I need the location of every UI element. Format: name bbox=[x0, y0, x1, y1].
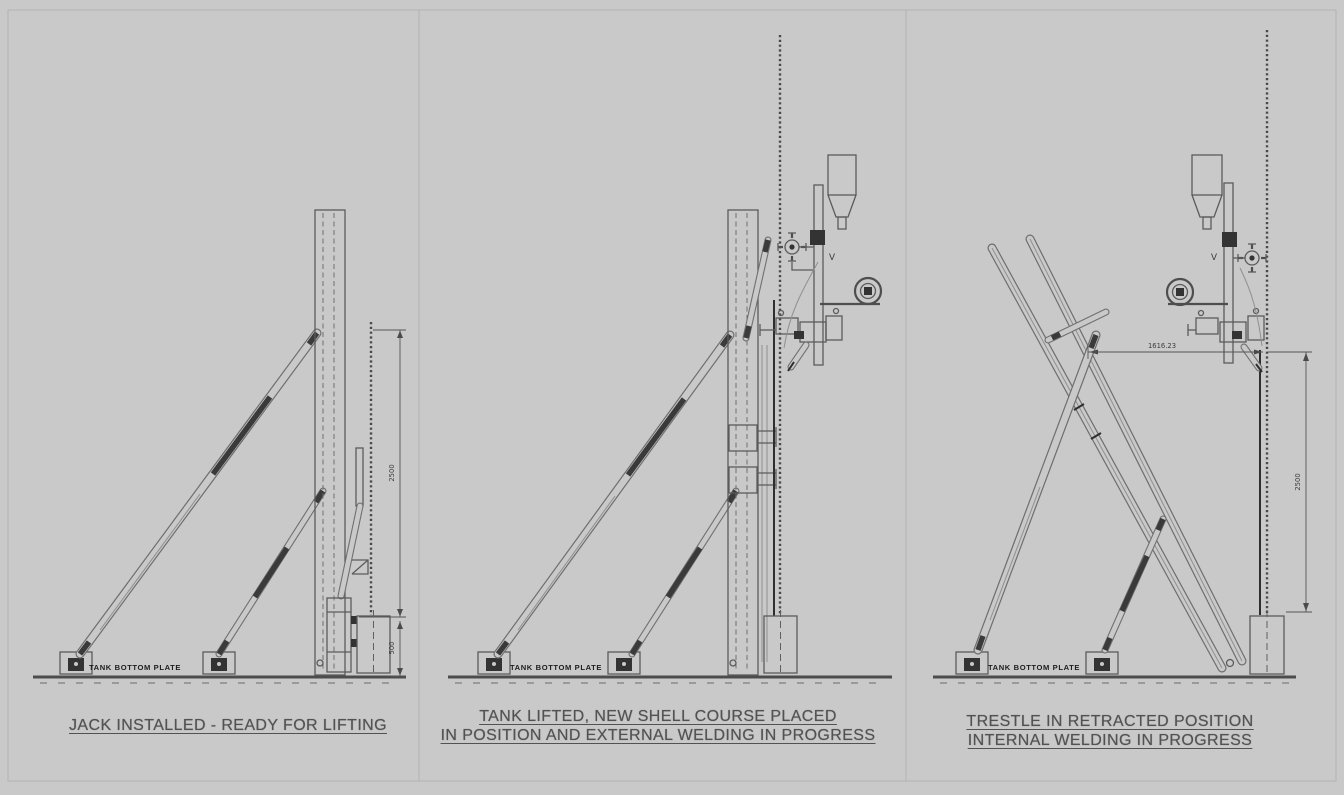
welding-head bbox=[759, 307, 843, 372]
ground-line bbox=[33, 675, 406, 684]
sheet-frame bbox=[7, 9, 1337, 782]
tank-bottom-plate-label: TANK BOTTOM PLATE bbox=[89, 663, 181, 672]
flux-hopper bbox=[1191, 154, 1223, 230]
tank-bottom-plate-label: TANK BOTTOM PLATE bbox=[988, 663, 1080, 672]
dimension-vertical: 2500 bbox=[1268, 351, 1312, 613]
ground-line bbox=[448, 675, 892, 684]
lifting-arm bbox=[742, 236, 772, 662]
hydraulic-cylinder bbox=[326, 447, 369, 673]
welding-head bbox=[1187, 307, 1265, 373]
panel-3-drawing: V 1616.23 bbox=[933, 30, 1312, 684]
dimension-horizontal: 1616.23 bbox=[1087, 342, 1263, 359]
counterweight-block bbox=[1249, 610, 1285, 676]
telescopic-jack-upper bbox=[973, 330, 1101, 655]
caption-line: JACK INSTALLED - READY FOR LIFTING bbox=[69, 717, 387, 734]
panel-1-caption: JACK INSTALLED - READY FOR LIFTING bbox=[69, 716, 387, 735]
flux-hopper bbox=[827, 154, 857, 230]
panel-3-caption: TRESTLE IN RETRACTED POSITION INTERNAL W… bbox=[966, 712, 1253, 750]
panel-2-drawing: V TANK BOTTOM PLATE bbox=[448, 35, 892, 684]
external-welding-machine: V bbox=[759, 154, 883, 372]
panel-2-caption: TANK LIFTED, NEW SHELL COURSE PLACED IN … bbox=[441, 707, 876, 745]
dimension-upper: 2500 bbox=[359, 329, 406, 618]
internal-welding-machine: V bbox=[1165, 154, 1267, 373]
control-valve bbox=[1233, 243, 1267, 273]
caption-line: TRESTLE IN RETRACTED POSITION bbox=[966, 713, 1254, 730]
machine-mast bbox=[813, 184, 824, 366]
shell-clamp bbox=[728, 424, 777, 494]
carriage-block bbox=[1222, 232, 1237, 247]
wire-spool bbox=[1165, 277, 1228, 307]
jack-base-plate bbox=[202, 651, 236, 675]
panel-1-drawing: 2500 500 TANK BOTTOM PLATE bbox=[33, 209, 406, 684]
caption-line: INTERNAL WELDING IN PROGRESS bbox=[967, 732, 1253, 749]
machine-mark: V bbox=[829, 252, 835, 262]
dimension-value: 2500 bbox=[388, 464, 396, 481]
jack-base-plate bbox=[955, 651, 989, 675]
telescopic-jack-upper bbox=[493, 330, 735, 659]
dimension-lower: 500 bbox=[388, 621, 406, 677]
machine-mast bbox=[1223, 182, 1234, 364]
lifting-bracket bbox=[1044, 308, 1110, 344]
dimension-value: 2500 bbox=[1294, 473, 1302, 490]
dimension-value: 1616.23 bbox=[1148, 342, 1176, 350]
telescopic-jack-upper bbox=[75, 328, 322, 659]
jack-base-plate bbox=[607, 651, 641, 675]
telescopic-jack-lower bbox=[215, 487, 327, 658]
wire-guide bbox=[1239, 267, 1263, 347]
retracted-trestle-beams bbox=[987, 234, 1247, 673]
trestle-column bbox=[727, 209, 759, 676]
ground-line bbox=[933, 675, 1296, 684]
caption-line: TANK LIFTED, NEW SHELL COURSE PLACED bbox=[479, 708, 837, 725]
telescopic-jack-lower bbox=[1101, 515, 1167, 654]
jack-base-plate bbox=[1085, 651, 1119, 675]
carriage-block bbox=[810, 230, 825, 245]
control-valve bbox=[777, 232, 814, 271]
dimension-value: 500 bbox=[388, 642, 396, 655]
trestle-column bbox=[314, 209, 346, 676]
caption-line: IN POSITION AND EXTERNAL WELDING IN PROG… bbox=[440, 727, 876, 744]
counterweight-block bbox=[356, 610, 391, 676]
machine-mark: V bbox=[1211, 252, 1217, 262]
telescopic-jack-lower bbox=[628, 487, 740, 658]
counterweight-block bbox=[763, 610, 798, 676]
wire-spool bbox=[820, 276, 883, 306]
wire-guide bbox=[783, 261, 819, 349]
tank-bottom-plate-label: TANK BOTTOM PLATE bbox=[510, 663, 602, 672]
